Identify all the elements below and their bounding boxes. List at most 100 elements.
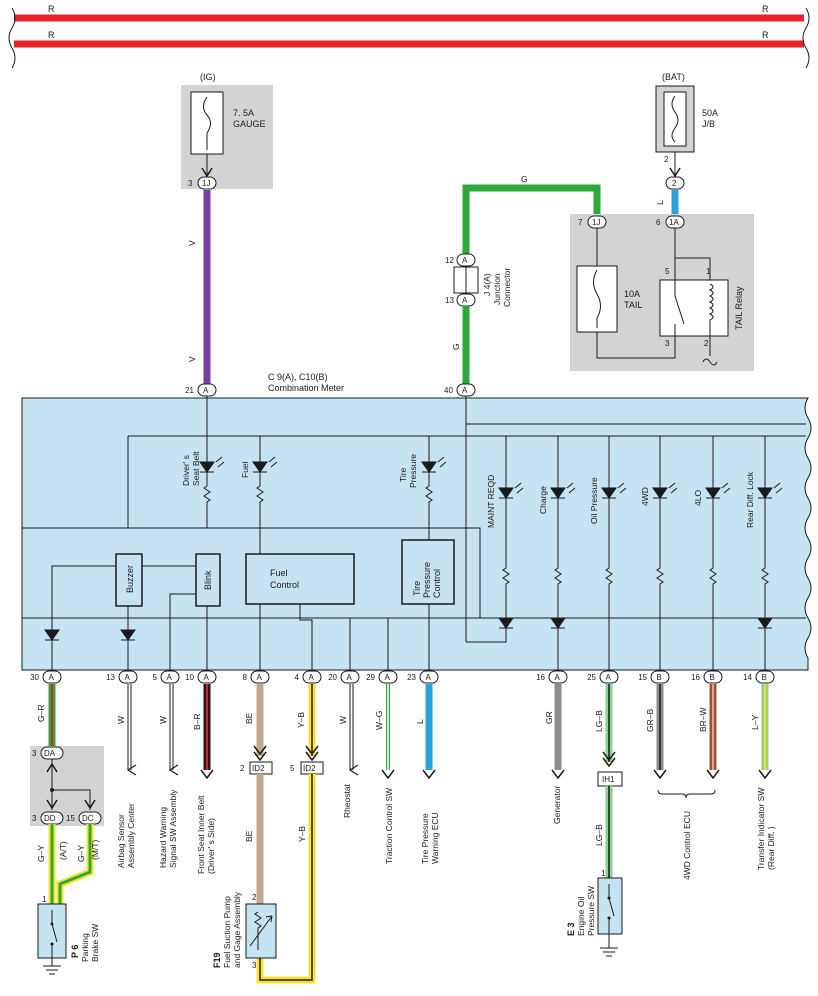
svg-text:LG–B: LG–B — [594, 710, 604, 732]
svg-text:P 6: P 6 — [70, 945, 80, 958]
relay-block: 1J 7 1A 6 10A TAIL 5 1 3 2 TAIL Relay — [570, 214, 754, 371]
led-rear-diff-lock: Rear Diff. Lock — [745, 436, 783, 618]
relay-body — [659, 279, 729, 337]
svg-text:(Driver' s Side): (Driver' s Side) — [206, 818, 216, 874]
pin-number: 8 — [243, 673, 248, 682]
svg-text:LG–B: LG–B — [594, 824, 604, 846]
pin-number: 10 — [185, 673, 194, 682]
svg-text:(M/T): (M/T) — [90, 840, 100, 860]
svg-text:3: 3 — [32, 749, 37, 758]
bat-fuse-block: (BAT) 50A J/B 2 2 L — [655, 72, 718, 214]
led-maint-reqd: MAINT REQD — [486, 436, 524, 618]
pin-connector — [548, 670, 568, 684]
svg-text:Traction Control SW: Traction Control SW — [384, 788, 394, 864]
svg-text:E 3: E 3 — [566, 922, 576, 936]
svg-text:DC: DC — [82, 814, 94, 823]
fuse-icon — [671, 95, 679, 143]
bottom-pin: A4 — [295, 670, 322, 684]
svg-text:Rheostat: Rheostat — [342, 783, 352, 818]
pin-connector — [302, 670, 322, 684]
svg-text:Oil Pressure: Oil Pressure — [589, 477, 599, 524]
ground-icon — [43, 965, 61, 975]
relay-coil-icon — [708, 283, 714, 321]
bottom-pin: A16 — [536, 670, 568, 684]
svg-text:2: 2 — [664, 155, 669, 164]
svg-text:BE: BE — [244, 712, 254, 724]
svg-text:Parking: Parking — [80, 933, 90, 962]
svg-text:Brake SW: Brake SW — [90, 924, 100, 962]
svg-text:1A: 1A — [669, 218, 679, 227]
diode-icon — [757, 617, 773, 629]
svg-text:10A: 10A — [624, 289, 640, 299]
diode-icon — [120, 629, 136, 641]
svg-text:13: 13 — [445, 296, 454, 305]
power-lines: R R R R — [8, 4, 810, 69]
svg-text:1J: 1J — [202, 179, 210, 188]
diode-icon — [550, 617, 566, 629]
svg-text:and Gage Assembly: and Gage Assembly — [232, 891, 242, 968]
svg-text:W: W — [338, 716, 348, 724]
svg-text:1: 1 — [601, 869, 606, 878]
svg-text:Control: Control — [270, 580, 299, 590]
bottom-pin: A 29 — [366, 670, 398, 684]
svg-text:Generator: Generator — [552, 786, 562, 824]
svg-text:40: 40 — [444, 386, 453, 395]
tire-pressure-control-block — [401, 539, 455, 605]
svg-text:W: W — [116, 716, 126, 724]
svg-text:G–Y: G–Y — [76, 845, 86, 862]
svg-text:Control: Control — [432, 569, 442, 598]
svg-text:BE: BE — [244, 830, 254, 842]
svg-text:Buzzer: Buzzer — [125, 565, 135, 593]
ig-fuse-block: (IG) 7. 5A GAUGE 1J 3 V V — [181, 72, 273, 384]
svg-text:7: 7 — [578, 218, 583, 227]
pin-number: 14 — [743, 673, 752, 682]
ig-connector — [197, 176, 217, 190]
pin-connector-letter: A — [49, 673, 55, 682]
svg-text:Connector: Connector — [502, 268, 512, 307]
pin-connector-letter: A — [309, 673, 315, 682]
bottom-pin: B14 — [743, 670, 775, 684]
svg-text:Blink: Blink — [203, 570, 213, 590]
pin-connector — [650, 670, 670, 684]
fuse-icon — [593, 269, 601, 328]
svg-text:4WD: 4WD — [640, 487, 650, 506]
junction-connector: A 12 A 13 J 4(A) Junction Connector G — [445, 253, 512, 384]
ig-fuse-rating: 7. 5A — [233, 108, 254, 118]
pin-connector-letter: A — [385, 673, 391, 682]
power-line-label: R — [762, 4, 769, 14]
svg-text:W–G: W–G — [374, 711, 384, 730]
parking-brake-circuit: DA 3 DD 3 DC 15 G–Y (A/T) G–Y (M/T) 1 P … — [30, 746, 104, 975]
pin-connector — [599, 670, 619, 684]
pin-number: 29 — [366, 673, 375, 682]
pin-connector — [755, 670, 775, 684]
svg-text:Tire Pressure: Tire Pressure — [420, 813, 430, 864]
svg-text:3: 3 — [32, 814, 37, 823]
svg-text:5: 5 — [665, 267, 670, 276]
bottom-pin: A8 — [243, 670, 270, 684]
svg-text:12: 12 — [445, 256, 454, 265]
diode-icon — [44, 629, 60, 641]
pin-number: 16 — [691, 673, 700, 682]
meter-name: Combination Meter — [268, 383, 344, 393]
oil-pressure-sw-body — [597, 877, 623, 935]
g-wire-top — [462, 184, 601, 262]
svg-text:V: V — [187, 240, 197, 246]
svg-text:L: L — [655, 200, 665, 205]
svg-text:W: W — [158, 716, 168, 724]
svg-text:Signal SW Assembly: Signal SW Assembly — [168, 789, 178, 868]
ecu-4wd-label: 4WD Control ECU — [682, 811, 692, 880]
led-oil-pressure: Oil Pressure — [589, 436, 627, 670]
svg-text:Assembly Center: Assembly Center — [126, 803, 136, 868]
svg-text:Junction: Junction — [492, 273, 502, 305]
svg-text:Driver' s: Driver' s — [181, 455, 191, 486]
bottom-pin: B16 — [691, 670, 723, 684]
bottom-pin: A13 — [106, 670, 138, 684]
led-4wd: 4WD — [640, 436, 678, 670]
power-line-label: R — [48, 30, 55, 40]
svg-text:50A: 50A — [702, 108, 718, 118]
pin-connector-letter: A — [347, 673, 353, 682]
svg-text:Tire: Tire — [412, 581, 422, 596]
combination-meter: C 9(A), C10(B) Combination Meter A 21 A … — [21, 372, 812, 671]
led-charge: Charge — [538, 436, 576, 618]
